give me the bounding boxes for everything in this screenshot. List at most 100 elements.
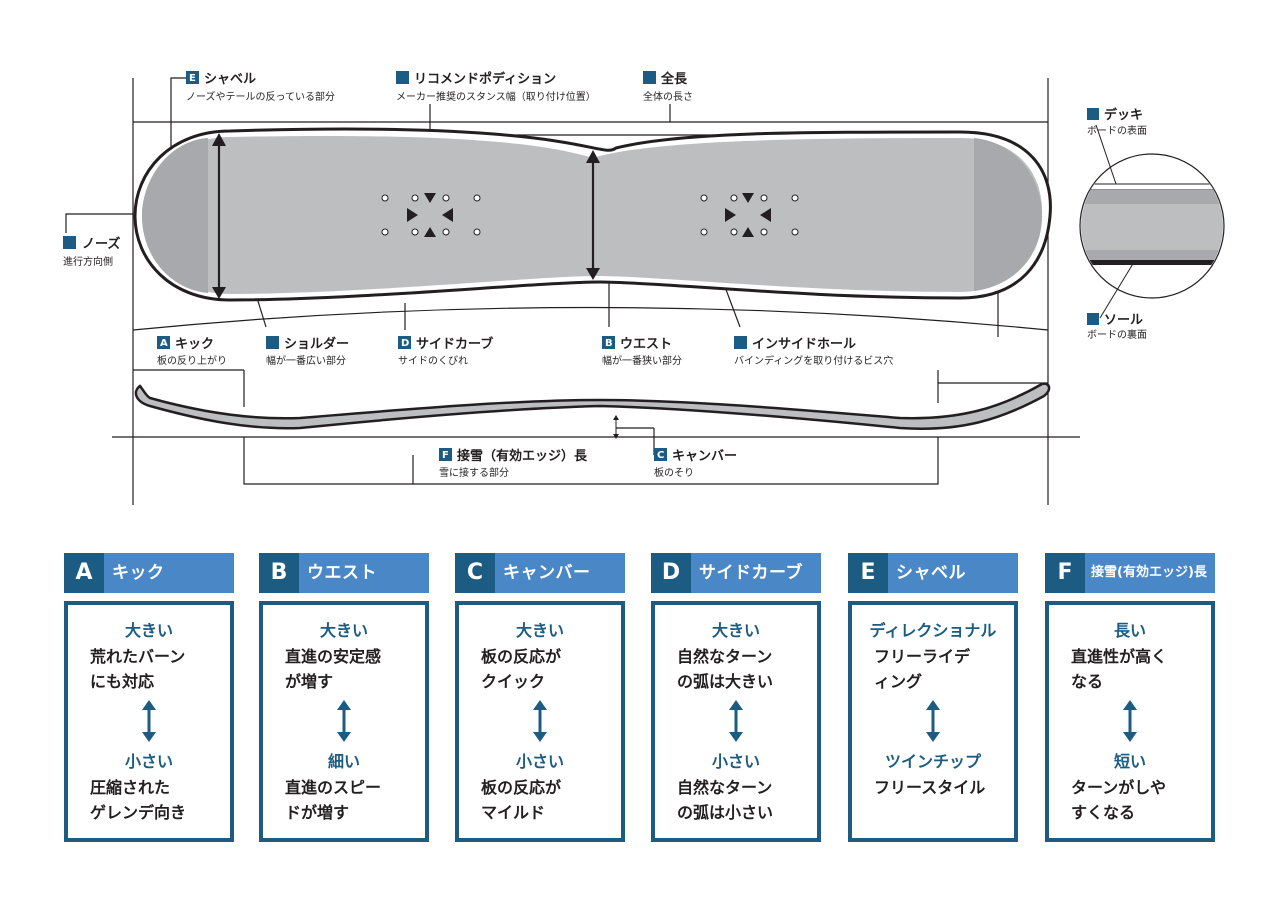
board-side-profile bbox=[134, 382, 1051, 439]
double-arrow-icon bbox=[1123, 700, 1137, 742]
card-letter: F bbox=[1045, 553, 1085, 593]
svg-text:キック: キック bbox=[175, 337, 214, 352]
label-shoulder: ショルダー 幅が一番広い部分 bbox=[266, 336, 349, 367]
label-sole: ソール ボードの裏面 bbox=[1087, 313, 1147, 341]
small-label: 短い bbox=[1113, 752, 1146, 771]
svg-text:ボードの裏面: ボードの裏面 bbox=[1087, 328, 1147, 341]
small-description: 自然なターン の弧は小さい bbox=[677, 778, 774, 822]
card-camber: C キャンバー 大きい 板の反応が クイック 小さい 板の反応が マイルド bbox=[455, 553, 625, 842]
svg-text:ノーズやテールの反っている部分: ノーズやテールの反っている部分 bbox=[186, 90, 335, 103]
label-effective-edge: F 接雪（有効エッジ）長 雪に接する部分 bbox=[439, 448, 588, 479]
small-label: 小さい bbox=[711, 752, 760, 771]
svg-text:メーカー推奨のスタンス幅（取り付け位置）: メーカー推奨のスタンス幅（取り付け位置） bbox=[396, 90, 596, 103]
double-arrow-icon bbox=[142, 700, 156, 742]
card-body: 大きい 直進の安定感 が増す 細い 直進のスピー ドが増す bbox=[259, 601, 429, 842]
svg-text:ショルダー: ショルダー bbox=[284, 336, 349, 352]
card-body: ディレクショナル フリーライデ ィング ツインチップ フリースタイル bbox=[848, 601, 1018, 842]
card-header: A キック bbox=[64, 553, 234, 593]
large-description: 自然なターン の弧は大きい bbox=[677, 647, 774, 691]
svg-text:バインディングを取り付けるビス穴: バインディングを取り付けるビス穴 bbox=[734, 354, 893, 367]
svg-text:A: A bbox=[160, 338, 168, 349]
card-body: 大きい 自然なターン の弧は大きい 小さい 自然なターン の弧は小さい bbox=[651, 601, 821, 842]
large-label: ディレクショナル bbox=[869, 621, 997, 640]
card-title: シャベル bbox=[896, 563, 966, 583]
large-label: 大きい bbox=[515, 621, 564, 640]
double-arrow-icon bbox=[533, 700, 547, 742]
card-body: 大きい 板の反応が クイック 小さい 板の反応が マイルド bbox=[455, 601, 625, 842]
small-description: 圧縮された ゲレンデ向き bbox=[90, 778, 187, 822]
svg-text:全長: 全長 bbox=[660, 71, 688, 87]
svg-text:板の反り上がり: 板の反り上がり bbox=[157, 354, 227, 367]
label-recommend-position: リコメンドポディション メーカー推奨のスタンス幅（取り付け位置） bbox=[396, 71, 596, 103]
large-label: 大きい bbox=[711, 621, 760, 640]
svg-text:サイドカーブ: サイドカーブ bbox=[416, 336, 493, 352]
svg-text:シャベル: シャベル bbox=[204, 72, 256, 87]
width-arrows bbox=[212, 133, 600, 299]
svg-text:リコメンドポディション: リコメンドポディション bbox=[414, 71, 556, 87]
svg-text:ウエスト: ウエスト bbox=[620, 337, 672, 352]
svg-text:ソール: ソール bbox=[1104, 313, 1143, 328]
svg-text:E: E bbox=[189, 73, 196, 84]
svg-text:サイドのくびれ: サイドのくびれ bbox=[398, 355, 468, 367]
card-title: キック bbox=[112, 563, 165, 583]
snowboard-anatomy-diagram: E シャベル ノーズやテールの反っている部分 リコメンドポディション メーカー推… bbox=[63, 71, 1225, 505]
double-arrow-icon bbox=[729, 700, 743, 742]
label-nose: ノーズ 進行方向側 bbox=[63, 236, 120, 268]
card-waist: B ウエスト 大きい 直進の安定感 が増す 細い 直進のスピー ドが増す bbox=[259, 553, 429, 842]
small-label: 小さい bbox=[515, 752, 564, 771]
label-length: 全長 全体の長さ bbox=[643, 71, 693, 103]
svg-text:F: F bbox=[442, 450, 449, 461]
large-label: 長い bbox=[1113, 621, 1146, 640]
label-deck: デッキ ボードの表面 bbox=[1087, 107, 1147, 137]
card-header: E シャベル bbox=[848, 553, 1018, 593]
large-description: 荒れたバーン にも対応 bbox=[90, 647, 186, 691]
card-letter: D bbox=[651, 553, 691, 593]
card-body: 大きい 荒れたバーン にも対応 小さい 圧縮された ゲレンデ向き bbox=[64, 601, 234, 842]
card-effective-edge: F 接雪(有効エッジ)長 長い 直進性が高く なる 短い ターンがしや すくなる bbox=[1045, 553, 1215, 842]
svg-text:板のそり: 板のそり bbox=[654, 466, 694, 479]
card-letter: E bbox=[848, 553, 888, 593]
card-kick: A キック 大きい 荒れたバーン にも対応 小さい 圧縮された ゲレンデ向き bbox=[64, 553, 234, 842]
card-header: C キャンバー bbox=[455, 553, 625, 593]
svg-text:接雪（有効エッジ）長: 接雪（有効エッジ）長 bbox=[457, 448, 588, 464]
card-header: B ウエスト bbox=[259, 553, 429, 593]
stance-arrows bbox=[407, 193, 771, 237]
large-description: 直進性が高く なる bbox=[1071, 647, 1168, 691]
large-description: フリーライデ ィング bbox=[874, 647, 971, 691]
label-side-curve: D サイドカーブ サイドのくびれ bbox=[398, 336, 493, 367]
svg-text:ボードの表面: ボードの表面 bbox=[1087, 124, 1147, 137]
card-side-curve: D サイドカーブ 大きい 自然なターン の弧は大きい 小さい 自然なターン の弧… bbox=[651, 553, 821, 842]
card-title: サイドカーブ bbox=[699, 563, 803, 583]
card-letter: A bbox=[64, 553, 104, 593]
svg-text:D: D bbox=[401, 338, 409, 349]
label-insert-hole: インサイドホール バインディングを取り付けるビス穴 bbox=[734, 336, 893, 367]
small-description: 板の反応が マイルド bbox=[481, 778, 562, 822]
large-label: 大きい bbox=[124, 621, 173, 640]
card-letter: C bbox=[455, 553, 495, 593]
card-title: 接雪(有効エッジ)長 bbox=[1091, 565, 1207, 580]
svg-text:ノーズ: ノーズ bbox=[82, 236, 120, 252]
card-title: ウエスト bbox=[307, 563, 377, 583]
card-letter: B bbox=[259, 553, 299, 593]
label-kick: A キック 板の反り上がり bbox=[157, 336, 227, 367]
double-arrow-icon bbox=[926, 700, 940, 742]
large-description: 板の反応が クイック bbox=[481, 647, 562, 691]
label-shovel: E シャベル ノーズやテールの反っている部分 bbox=[186, 71, 335, 103]
small-label: ツインチップ bbox=[884, 752, 981, 771]
label-waist: B ウエスト 幅が一番狭い部分 bbox=[602, 336, 682, 367]
svg-text:C: C bbox=[657, 450, 664, 461]
small-label: 小さい bbox=[124, 752, 173, 771]
small-description: 直進のスピー ドが増す bbox=[285, 778, 382, 822]
svg-text:デッキ: デッキ bbox=[1104, 107, 1143, 123]
cross-section-detail bbox=[1079, 124, 1225, 319]
label-camber: C キャンバー 板のそり bbox=[654, 448, 737, 479]
card-header: D サイドカーブ bbox=[651, 553, 821, 593]
large-label: 大きい bbox=[319, 621, 368, 640]
svg-text:インサイドホール: インサイドホール bbox=[752, 337, 856, 352]
svg-text:進行方向側: 進行方向側 bbox=[63, 255, 113, 268]
double-arrow-icon bbox=[337, 700, 351, 742]
card-shovel: E シャベル ディレクショナル フリーライデ ィング ツインチップ フリースタイ… bbox=[848, 553, 1018, 842]
svg-text:キャンバー: キャンバー bbox=[672, 449, 737, 464]
large-description: 直進の安定感 が増す bbox=[285, 647, 382, 691]
insert-holes bbox=[381, 194, 799, 236]
